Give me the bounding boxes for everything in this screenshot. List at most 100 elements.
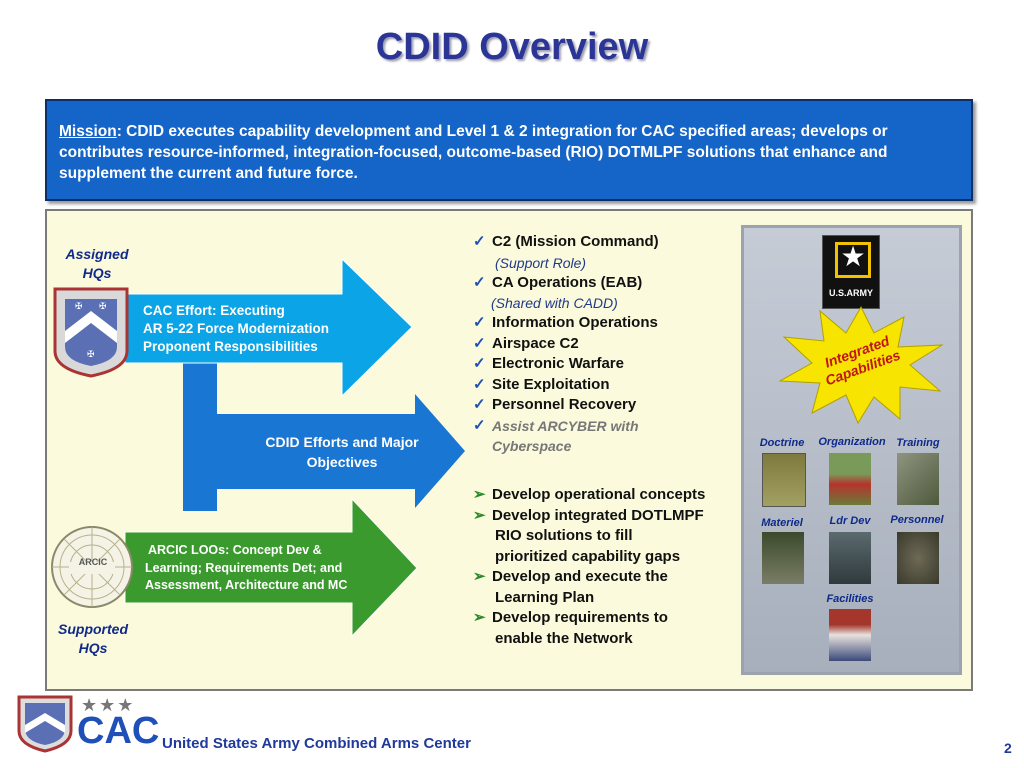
list-item-cont: RIO solutions to fill: [495, 527, 633, 544]
list-item: ➢ Develop operational concepts: [473, 485, 743, 506]
arrow-bullet-icon: ➢: [473, 486, 486, 503]
list-item: ➢ Develop integrated DOTLMPF: [473, 506, 743, 527]
personnel-label: Personnel: [890, 514, 944, 526]
stars-icon: ★★★: [81, 695, 136, 715]
bottom-arrow-line3: Assessment, Architecture and MC: [145, 578, 348, 592]
list-item-label: Assist ARCYBER with: [492, 417, 639, 434]
cac-shield-icon: ✠ ✠ ✠: [53, 287, 129, 378]
mission-text: : CDID executes capability development a…: [59, 123, 888, 182]
list-item-label: Electronic Warfare: [492, 355, 624, 372]
ldrdev-photo: [829, 532, 871, 584]
assigned-hqs-label: Assigned HQs: [52, 245, 142, 283]
page-title: CDID Overview: [375, 26, 649, 68]
checkmark-icon: ✓: [473, 355, 486, 372]
middle-arrow-line1: CDID Efforts and Major: [265, 434, 419, 450]
cac-shield-icon: [17, 695, 73, 753]
list-item-cont: enable the Network: [495, 629, 633, 647]
list-item: ✓ Assist ARCYBER with: [473, 416, 743, 438]
capability-checklist: ✓ C2 (Mission Command) (Support Role) ✓ CA…: [473, 232, 743, 456]
assigned-label-line1: Assigned: [65, 246, 129, 262]
checkmark-icon: ✓: [473, 273, 486, 291]
list-item: ✓ Personnel Recovery: [473, 395, 743, 416]
doctrine-label: Doctrine: [759, 437, 805, 449]
star-icon: ★: [840, 241, 866, 272]
supported-label-line2: HQs: [78, 640, 108, 656]
organization-label: Organization: [818, 436, 886, 448]
footer-org-name: United States Army Combined Arms Center: [162, 735, 471, 752]
list-item-sub: (Support Role): [495, 254, 587, 271]
list-item-sub: Cyberspace: [492, 438, 572, 454]
supported-hqs-label: Supported HQs: [48, 620, 138, 658]
list-item-label: CA Operations (EAB): [492, 273, 643, 291]
mission-box: Mission: CDID executes capability develo…: [45, 99, 973, 201]
checkmark-icon: ✓: [473, 334, 486, 352]
list-item: ➢ Develop requirements to: [473, 608, 743, 629]
middle-arrow-line2: Objectives: [306, 454, 378, 470]
arrow-bullet-icon: ➢: [473, 506, 486, 524]
mission-label: Mission: [59, 123, 117, 140]
checkmark-icon: ✓: [473, 375, 486, 393]
top-effort-arrow: [124, 257, 413, 398]
integrated-capabilities-starburst: [778, 305, 944, 425]
ldrdev-label: Ldr Dev: [829, 515, 871, 527]
personnel-photo: [897, 532, 939, 584]
list-item-label: Develop operational concepts: [492, 486, 706, 503]
top-arrow-line2: AR 5-22 Force Modernization: [143, 321, 330, 336]
bottom-arrow-line1: ARCIC LOOs: Concept Dev &: [148, 543, 322, 557]
checkmark-icon: ✓: [473, 314, 486, 331]
list-item: ✓ Electronic Warfare: [473, 354, 743, 375]
arcic-logo-icon: [51, 526, 133, 608]
list-item-label: C2 (Mission Command): [492, 233, 659, 250]
army-star-box: [835, 242, 871, 278]
list-item: ✓ Information Operations: [473, 313, 743, 334]
cac-logo-text: CAC: [77, 710, 160, 752]
bottom-effort-arrow: [124, 497, 418, 638]
supported-label-line1: Supported: [58, 621, 128, 637]
list-item-label: Site Exploitation: [492, 375, 610, 393]
checkmark-icon: ✓: [473, 233, 486, 250]
army-logo-text: U.S.ARMY: [828, 288, 873, 298]
materiel-photo: [762, 532, 804, 584]
effort-arrows-diagram: ✠ ✠ ✠: [51, 257, 465, 638]
top-arrow-line1: CAC Effort: Executing: [143, 303, 285, 318]
list-item-cont: Learning Plan: [495, 588, 595, 606]
arrow-bullet-icon: ➢: [473, 568, 486, 585]
list-item-label: Information Operations: [492, 314, 658, 331]
middle-effort-arrow: [217, 394, 465, 508]
page-number: 2: [1004, 740, 1012, 756]
objectives-list: ➢ Develop operational concepts ➢ Develop i…: [473, 485, 743, 649]
checkmark-icon: ✓: [473, 396, 486, 413]
middle-arrow-text: CDID Efforts and Major Objectives: [232, 432, 452, 472]
facilities-photo: [829, 609, 871, 661]
svg-text:✠: ✠: [87, 350, 95, 360]
training-label: Training: [896, 437, 940, 449]
cac-footer-logo: ★★★ CAC: [15, 693, 159, 753]
doctrine-photo: [762, 453, 806, 507]
materiel-label: Materiel: [761, 517, 803, 529]
checkmark-icon: ✓: [473, 416, 486, 434]
list-item-label: Develop and execute the: [492, 568, 668, 585]
us-army-logo: ★ U.S.ARMY: [822, 235, 880, 309]
list-item-label: Airspace C2: [492, 334, 579, 352]
arrow-bullet-icon: ➢: [473, 609, 486, 626]
bottom-arrow-line2: Learning; Requirements Det; and: [145, 560, 343, 575]
top-arrow-text: CAC Effort: Executing AR 5-22 Force Mode…: [143, 302, 329, 356]
list-item-label: Develop integrated DOTLMPF: [492, 506, 704, 524]
svg-text:✠: ✠: [75, 302, 83, 312]
connector-curve: [183, 391, 242, 511]
top-arrow-line3: Proponent Responsibilities: [143, 339, 318, 354]
list-item-label: Personnel Recovery: [492, 396, 637, 413]
list-item: ✓ Airspace C2: [473, 334, 743, 355]
list-item-label: Develop requirements to: [492, 609, 668, 626]
bottom-arrow-text: ARCIC LOOs: Concept Dev & Learning; Requ…: [145, 542, 347, 595]
list-item: ✓ C2 (Mission Command): [473, 232, 743, 253]
list-item-cont: prioritized capability gaps: [495, 547, 681, 565]
svg-text:✠: ✠: [99, 302, 107, 312]
training-photo: [897, 453, 939, 505]
list-item: ✓ CA Operations (EAB): [473, 273, 743, 294]
list-item-sub: (Shared with CADD): [491, 295, 618, 311]
organization-photo: [829, 453, 871, 505]
arcic-logo-text: ARCIC: [78, 557, 108, 567]
assigned-label-line2: HQs: [82, 265, 112, 281]
list-item: ➢ Develop and execute the: [473, 567, 743, 588]
